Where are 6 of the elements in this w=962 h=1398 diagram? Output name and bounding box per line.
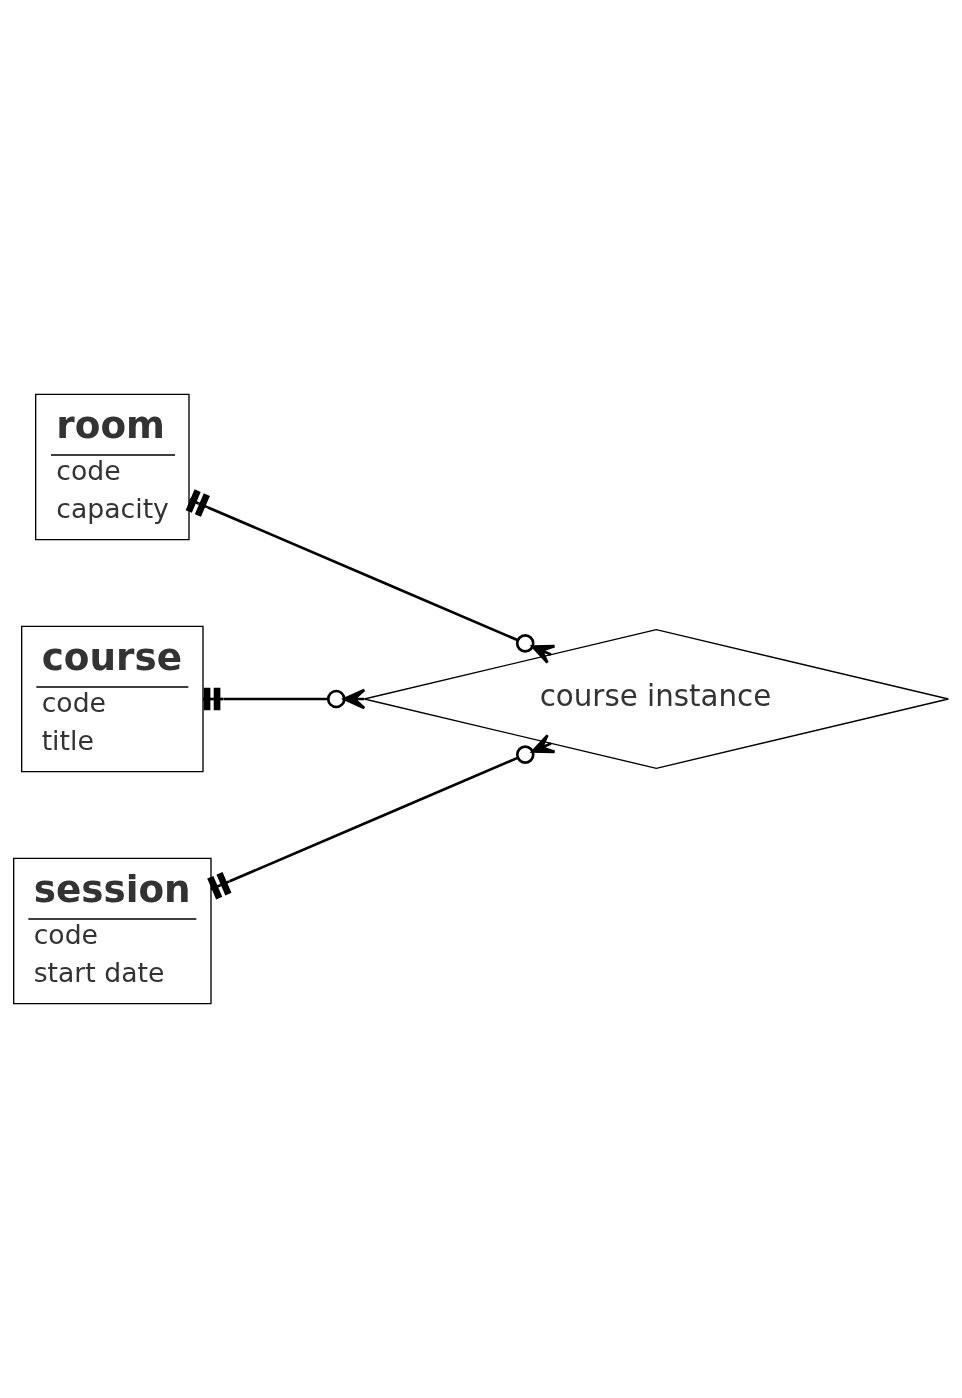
node-diamond: course instance bbox=[363, 629, 949, 769]
node-box: room code capacity bbox=[35, 393, 190, 541]
connector bbox=[185, 489, 556, 664]
node-box: session code start date bbox=[13, 857, 212, 1005]
connector bbox=[207, 733, 556, 900]
node-box: course code title bbox=[21, 625, 204, 773]
